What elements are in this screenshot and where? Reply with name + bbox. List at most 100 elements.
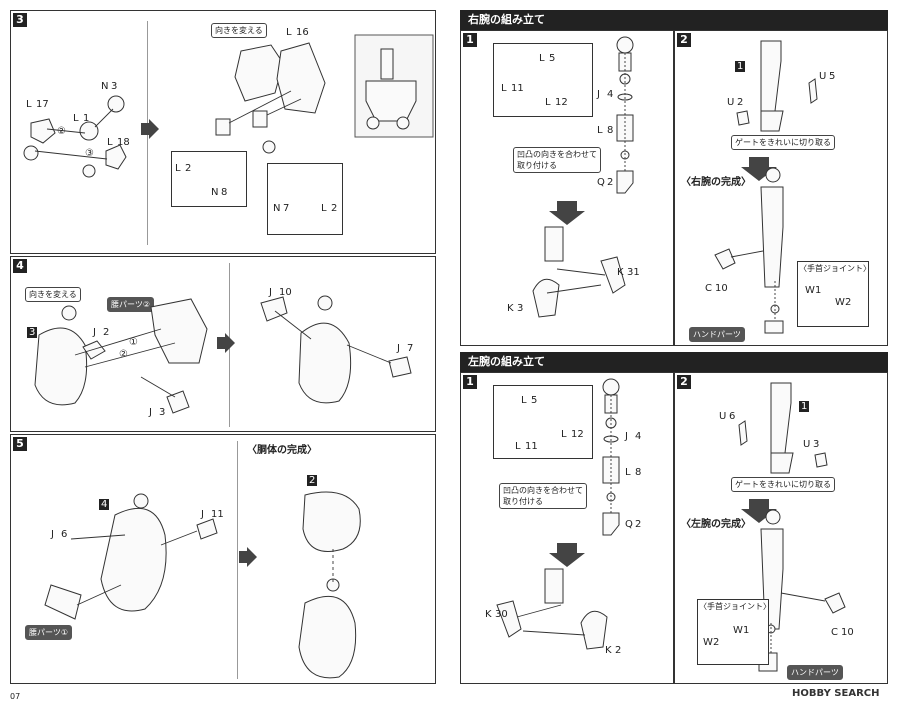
label-6: 6 xyxy=(61,529,68,540)
right-arm-complete-title: 〈右腕の完成〉 xyxy=(681,177,751,188)
left-arm-step1-parts xyxy=(496,378,620,650)
step3-parts-left xyxy=(23,95,127,178)
step3-parts-right xyxy=(215,34,434,154)
label-n: N xyxy=(273,203,281,214)
label-l: L xyxy=(561,429,567,440)
label-10: 10 xyxy=(279,287,292,298)
right-arm-step1-panel: 1 L 5 L 11 L 12 J 4 L 8 凹凸の向きを合わせて 取り付ける xyxy=(460,30,674,346)
label-5: 5 xyxy=(549,53,556,64)
step5-parts xyxy=(44,491,361,679)
label-12: 12 xyxy=(571,429,584,440)
right-arm-step2-panel: 2 1 U 5 U 2 ゲートをきれいに切り取る 〈右腕の完成〉 〈手首ジョイン… xyxy=(674,30,888,346)
label-2: 2 xyxy=(307,475,318,486)
label-q: Q xyxy=(625,519,633,530)
label-n: N xyxy=(211,187,219,198)
label-3: 3 xyxy=(813,439,820,450)
left-arm-step2-panel: 2 1 U 6 U 3 ゲートをきれいに切り取る 〈左腕の完成〉 〈手首ジョイン… xyxy=(674,372,888,684)
label-c: C xyxy=(831,627,838,638)
label-2: 2 xyxy=(185,163,192,174)
label-2: 2 xyxy=(713,637,720,648)
label-12: 12 xyxy=(555,97,568,108)
left-arm-step1-panel: 1 L 5 L 11 L 12 J 4 L 8 凹凸の向きを合わせて 取り付ける xyxy=(460,372,674,684)
label-18: 18 xyxy=(117,137,130,148)
left-arm-complete-title: 〈左腕の完成〉 xyxy=(681,519,751,530)
step4-number: 4 xyxy=(13,259,27,273)
label-k: K xyxy=(605,645,612,656)
torso-complete-title: 〈胴体の完成〉 xyxy=(247,445,317,456)
gate-note: ゲートをきれいに切り取る xyxy=(731,477,835,492)
hobby-search-watermark: HOBBY SEARCH xyxy=(792,688,880,699)
step3-number: 3 xyxy=(13,13,27,27)
label-3: 3 xyxy=(111,81,118,92)
label-10: 10 xyxy=(715,283,728,294)
right-arm-header: 右腕の組み立て xyxy=(460,10,888,30)
step4-parts xyxy=(34,295,412,414)
label-8: 8 xyxy=(221,187,228,198)
label-circle-1: ① xyxy=(129,337,138,348)
label-3: 3 xyxy=(27,327,38,338)
label-w: W xyxy=(805,285,815,296)
step3-panel: 3 N 3 L 17 L 1 L 18 ② ③ 向きを変える L 16 xyxy=(10,10,436,254)
label-1: 1 xyxy=(743,625,750,636)
label-1: 1 xyxy=(735,61,746,72)
wrist-joint-box xyxy=(797,261,869,327)
label-4: 4 xyxy=(607,89,614,100)
right-arm-step1-number: 1 xyxy=(463,33,477,47)
wrist-joint-title: 〈手首ジョイント〉 xyxy=(799,264,871,273)
label-k: K xyxy=(485,609,492,620)
label-l: L xyxy=(175,163,181,174)
label-l: L xyxy=(321,203,327,214)
left-page: 3 N 3 L 17 L 1 L 18 ② ③ 向きを変える L 16 xyxy=(10,10,436,701)
label-7: 7 xyxy=(407,343,414,354)
right-arm-step2-number: 2 xyxy=(677,33,691,47)
label-j: J xyxy=(397,343,400,354)
label-1: 1 xyxy=(815,285,822,296)
label-2: 2 xyxy=(845,297,852,308)
label-4: 4 xyxy=(99,499,110,510)
gate-note: ゲートをきれいに切り取る xyxy=(731,135,835,150)
label-circle-2: ② xyxy=(119,349,128,360)
label-w: W xyxy=(733,625,743,636)
step3-rotate-bubble: 向きを変える xyxy=(211,23,267,38)
label-l: L xyxy=(521,395,527,406)
label-11: 11 xyxy=(511,83,524,94)
label-k: K xyxy=(617,267,624,278)
label-6: 6 xyxy=(729,411,736,422)
label-2: 2 xyxy=(103,327,110,338)
left-arm-step2-number: 2 xyxy=(677,375,691,389)
label-2: 2 xyxy=(331,203,338,214)
right-page: 右腕の組み立て 1 L 5 L 11 L 12 J 4 L 8 凹凸の向 xyxy=(450,0,900,704)
label-3: 3 xyxy=(517,303,524,314)
page-number: 07 xyxy=(10,692,21,701)
label-w: W xyxy=(703,637,713,648)
label-10: 10 xyxy=(841,627,854,638)
label-c: C xyxy=(705,283,712,294)
waist-part1-badge: 腰パーツ① xyxy=(25,625,73,640)
label-k: K xyxy=(507,303,514,314)
right-arm-step2-parts xyxy=(714,40,818,334)
label-l: L xyxy=(539,53,545,64)
label-l: L xyxy=(545,97,551,108)
align-note: 凹凸の向きを合わせて 取り付ける xyxy=(499,483,587,509)
label-1: 1 xyxy=(799,401,810,412)
right-arm-step1-parts xyxy=(532,36,634,318)
right-arm-step1-detail xyxy=(493,43,593,117)
label-8: 8 xyxy=(635,467,642,478)
label-u: U xyxy=(719,411,727,422)
step4-panel: 4 向きを変える 腰パーツ② 3 J 2 ① ② J 3 J 10 xyxy=(10,256,436,432)
label-2: 2 xyxy=(635,519,642,530)
waist-part2-badge: 腰パーツ② xyxy=(107,297,155,312)
label-2: 2 xyxy=(607,177,614,188)
step5-panel: 5 〈胴体の完成〉 腰パーツ① 4 J 6 J 11 2 xyxy=(10,434,436,684)
step5-divider xyxy=(237,441,238,679)
label-l: L xyxy=(515,441,521,452)
hand-parts-badge: ハンドパーツ xyxy=(787,665,843,680)
label-1: 1 xyxy=(83,113,90,124)
label-5: 5 xyxy=(531,395,538,406)
left-arm-step1-detail xyxy=(493,385,593,459)
left-arm-header: 左腕の組み立て xyxy=(460,352,888,372)
step3-flow-arrow xyxy=(141,119,159,139)
hand-parts-badge: ハンドパーツ xyxy=(689,327,745,342)
wrist-joint-title: 〈手首ジョイント〉 xyxy=(699,602,771,611)
label-5: 5 xyxy=(829,71,836,82)
